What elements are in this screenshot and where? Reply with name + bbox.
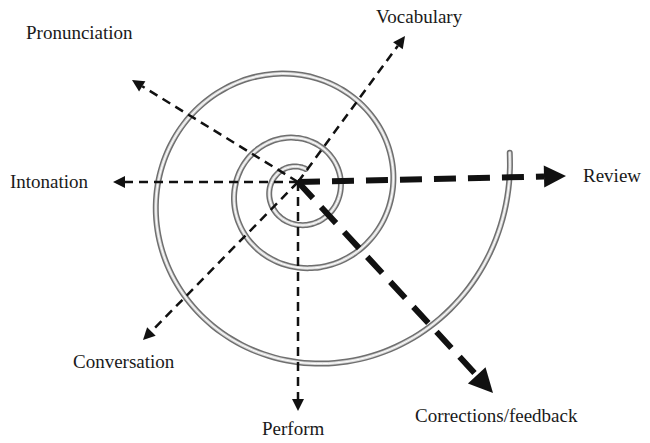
axis-label: Intonation bbox=[10, 171, 88, 193]
arrowhead bbox=[143, 327, 156, 340]
dashed-arrow-line bbox=[298, 176, 544, 182]
arrowhead bbox=[132, 80, 145, 91]
arrowhead bbox=[544, 165, 566, 187]
arrowhead bbox=[468, 367, 493, 393]
arrowhead bbox=[393, 36, 405, 49]
axis-label: Perform bbox=[262, 418, 324, 440]
axis-label: Vocabulary bbox=[376, 6, 462, 28]
axis-label: Review bbox=[583, 165, 641, 187]
axis-label: Corrections/feedback bbox=[415, 405, 577, 427]
arrowhead bbox=[113, 176, 125, 188]
dashed-arrow-line bbox=[297, 182, 300, 399]
dashed-arrow-line bbox=[142, 86, 298, 182]
dashed-arrow-line bbox=[125, 181, 298, 184]
axis-label: Conversation bbox=[73, 351, 174, 373]
dashed-arrow-line bbox=[298, 182, 477, 375]
dashed-arrow-line bbox=[298, 46, 398, 182]
dashed-arrow-line bbox=[151, 182, 298, 331]
arrowhead bbox=[292, 399, 304, 411]
axis-label: Pronunciation bbox=[26, 22, 133, 44]
